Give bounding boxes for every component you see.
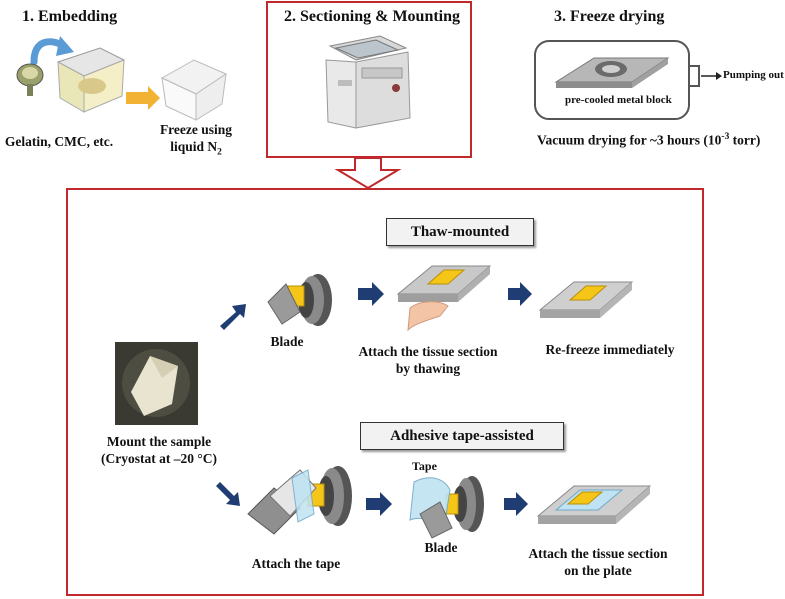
pumping-out-label: Pumping out	[723, 69, 784, 81]
step-3-title: 3. Freeze drying	[554, 8, 665, 25]
tape-assisted-title: Adhesive tape-assisted	[360, 422, 564, 450]
embedding-illustration	[16, 36, 228, 121]
freeze-nitrogen-label: Freeze using liquid N2	[159, 122, 233, 158]
step-2-title: 2. Sectioning & Mounting	[284, 8, 461, 25]
step-1-title: 1. Embedding	[22, 8, 118, 25]
thaw-blade-label: Blade	[270, 334, 304, 349]
tape-label: Tape	[412, 459, 437, 473]
mounting-detail-frame	[66, 188, 704, 596]
refreeze-label: Re-freeze immediately	[545, 342, 675, 357]
vacuum-drying-label: Vacuum drying for ~3 hours (10-3 torr)	[537, 132, 761, 148]
embedding-materials-label: Gelatin, CMC, etc.	[4, 134, 114, 149]
mount-sample-label: Mount the sample(Cryostat at –20 °C)	[101, 434, 217, 466]
tape-blade-label: Blade	[424, 540, 458, 555]
thaw-mounted-title: Thaw-mounted	[386, 218, 534, 246]
metal-block-label: pre-cooled metal block	[565, 94, 672, 106]
attach-tape-label: Attach the tape	[251, 556, 341, 571]
